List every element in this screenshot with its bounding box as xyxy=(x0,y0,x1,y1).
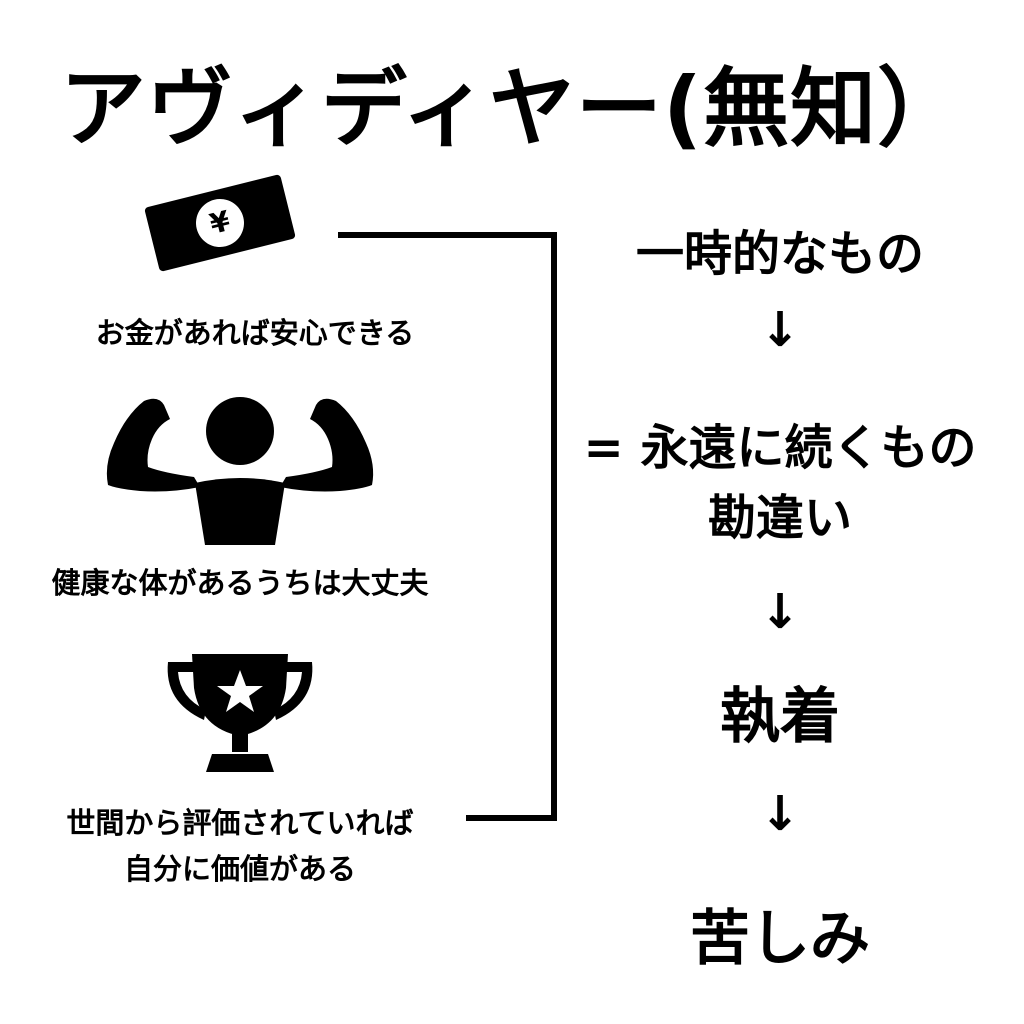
flow-step-attachment: 執着 xyxy=(720,682,840,752)
health-caption: 健康な体があるうちは大丈夫 xyxy=(51,566,429,600)
strong-person-icon xyxy=(106,397,374,545)
flow-step-misunderstanding: 勘違い xyxy=(707,490,852,546)
trophy-icon xyxy=(167,654,313,772)
reputation-caption-line1: 世間から評価されていれば xyxy=(66,806,414,840)
flow-arrow-3: ↓ xyxy=(759,786,801,842)
flow-arrow-2: ↓ xyxy=(759,584,801,640)
money-bill-icon: ¥ xyxy=(144,174,296,272)
flow-step-temporary: 一時的なもの xyxy=(635,226,924,282)
flow-step-suffering: 苦しみ xyxy=(690,904,870,974)
reputation-caption-line2: 自分に価値がある xyxy=(123,852,356,886)
money-caption: お金があれば安心できる xyxy=(95,316,415,350)
page-title: アヴィディヤー(無知） xyxy=(59,59,965,159)
flow-step-eternal: = 永遠に続くもの xyxy=(583,420,977,476)
flow-arrow-1: ↓ xyxy=(759,302,801,358)
